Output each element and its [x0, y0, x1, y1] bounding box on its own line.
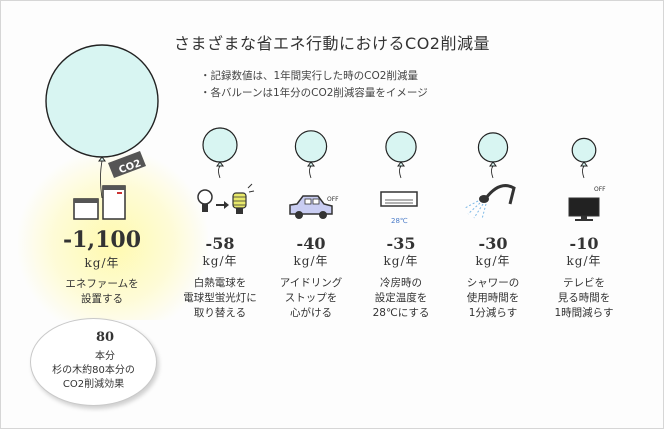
balloon-4 — [477, 132, 509, 179]
enefarm-units-icon — [73, 185, 126, 220]
shower-icon — [464, 184, 516, 220]
action-description-2: アイドリングストップを心がける — [261, 276, 361, 321]
action-description-line: 取り替える — [193, 307, 247, 319]
tree-equivalent-line-1: 杉の木約80本分の — [52, 365, 135, 376]
bulb-swap-icon — [197, 183, 255, 214]
balloon-string-4 — [491, 165, 494, 179]
action-description-line: アイドリング — [279, 277, 343, 289]
balloon-circle-1 — [202, 127, 238, 163]
action-description-line: 心がける — [290, 307, 332, 319]
balloon-string-0 — [100, 160, 103, 199]
balloon-circle-0 — [45, 44, 159, 158]
action-description-line: ストップを — [284, 292, 338, 304]
action-description-3: 冷房時の設定温度を 28℃にする — [351, 276, 451, 321]
unit-label-3: kg/年 — [383, 254, 419, 268]
action-description-line: 使用時間を — [466, 292, 520, 304]
balloon-knot-4 — [489, 161, 497, 167]
tree-count: 80 — [96, 330, 115, 345]
action-description-line: 設置する — [81, 293, 123, 305]
air-conditioner-icon: 28℃ — [380, 191, 418, 225]
action-description-line: 28℃にする — [372, 307, 430, 319]
highlight-glow — [18, 150, 208, 320]
balloon-circle-4 — [477, 132, 509, 163]
action-description-line: エネファームを — [65, 278, 139, 290]
action-description-line: テレビを — [563, 277, 605, 289]
tree-equivalent-bubble — [30, 318, 157, 406]
balloon-knot-3 — [397, 161, 405, 167]
value-label-2: -40 — [296, 234, 326, 253]
page-title: さまざまな省エネ行動におけるCO2削減量 — [174, 34, 490, 53]
unit-label-5: kg/年 — [566, 254, 602, 268]
unit-label-1: kg/年 — [202, 254, 238, 268]
tv-off-icon: OFF — [568, 186, 606, 221]
value-label-3: -35 — [386, 234, 416, 253]
tree-equivalent-line-2: CO2削減効果 — [62, 379, 125, 390]
ac-temp-text: 28℃ — [391, 217, 408, 225]
balloon-string-1 — [218, 165, 221, 179]
value-label-4: -30 — [478, 234, 508, 253]
tree-count-unit: 本分 — [95, 351, 115, 362]
unit-label-4: kg/年 — [475, 254, 511, 268]
car-off-icon: OFF — [289, 195, 339, 219]
action-description-line: 白熱電球を — [193, 277, 247, 289]
action-description-line: 1時間減らす — [554, 307, 614, 319]
note-balloon-volume: ・各バルーンは1年分のCO2削減容量をイメージ — [200, 87, 428, 99]
value-label-1: -58 — [205, 234, 235, 253]
balloon-circle-5 — [571, 137, 597, 163]
balloon-string-2 — [309, 165, 312, 179]
unit-label-0: kg/年 — [84, 256, 120, 270]
car-off-text: OFF — [327, 196, 339, 203]
tv-off-text: OFF — [594, 186, 606, 193]
balloon-circle-3 — [385, 131, 417, 163]
action-description-line: 見る時間を — [557, 292, 611, 304]
balloon-circle-2 — [294, 130, 328, 163]
action-description-line: 設定温度を — [374, 292, 428, 304]
balloon-3 — [385, 131, 417, 179]
action-description-4: シャワーの使用時間を 1分減らす — [443, 276, 543, 321]
balloon-string-5 — [582, 165, 585, 179]
action-description-line: 1分減らす — [468, 307, 518, 319]
balloon-knot-1 — [216, 161, 224, 167]
action-description-line: シャワーの — [466, 277, 520, 289]
value-label-0: -1,100 — [62, 227, 142, 253]
unit-label-2: kg/年 — [293, 254, 329, 268]
action-description-0: エネファームを設置する — [52, 277, 152, 307]
balloon-knot-2 — [307, 161, 315, 167]
balloon-1 — [202, 127, 238, 179]
notes: ・記録数値は、1年間実行した時のCO2削減量 ・各バルーンは1年分のCO2削減容… — [200, 68, 428, 102]
balloon-knot-5 — [580, 161, 588, 167]
balloon-2 — [294, 130, 328, 179]
balloon-string-3 — [399, 165, 402, 179]
balloon-5 — [571, 137, 597, 179]
balloon-0 — [45, 44, 159, 199]
value-label-5: -10 — [569, 234, 599, 253]
action-description-line: 電球型蛍光灯に — [183, 292, 257, 304]
action-description-5: テレビを見る時間を 1時間減らす — [534, 276, 634, 321]
action-description-1: 白熱電球を電球型蛍光灯に取り替える — [170, 276, 270, 321]
action-description-line: 冷房時の — [380, 277, 422, 289]
note-annual-value: ・記録数値は、1年間実行した時のCO2削減量 — [200, 70, 418, 82]
tree-equivalent-text: 杉の木約80本分の CO2削減効果 — [30, 364, 157, 392]
